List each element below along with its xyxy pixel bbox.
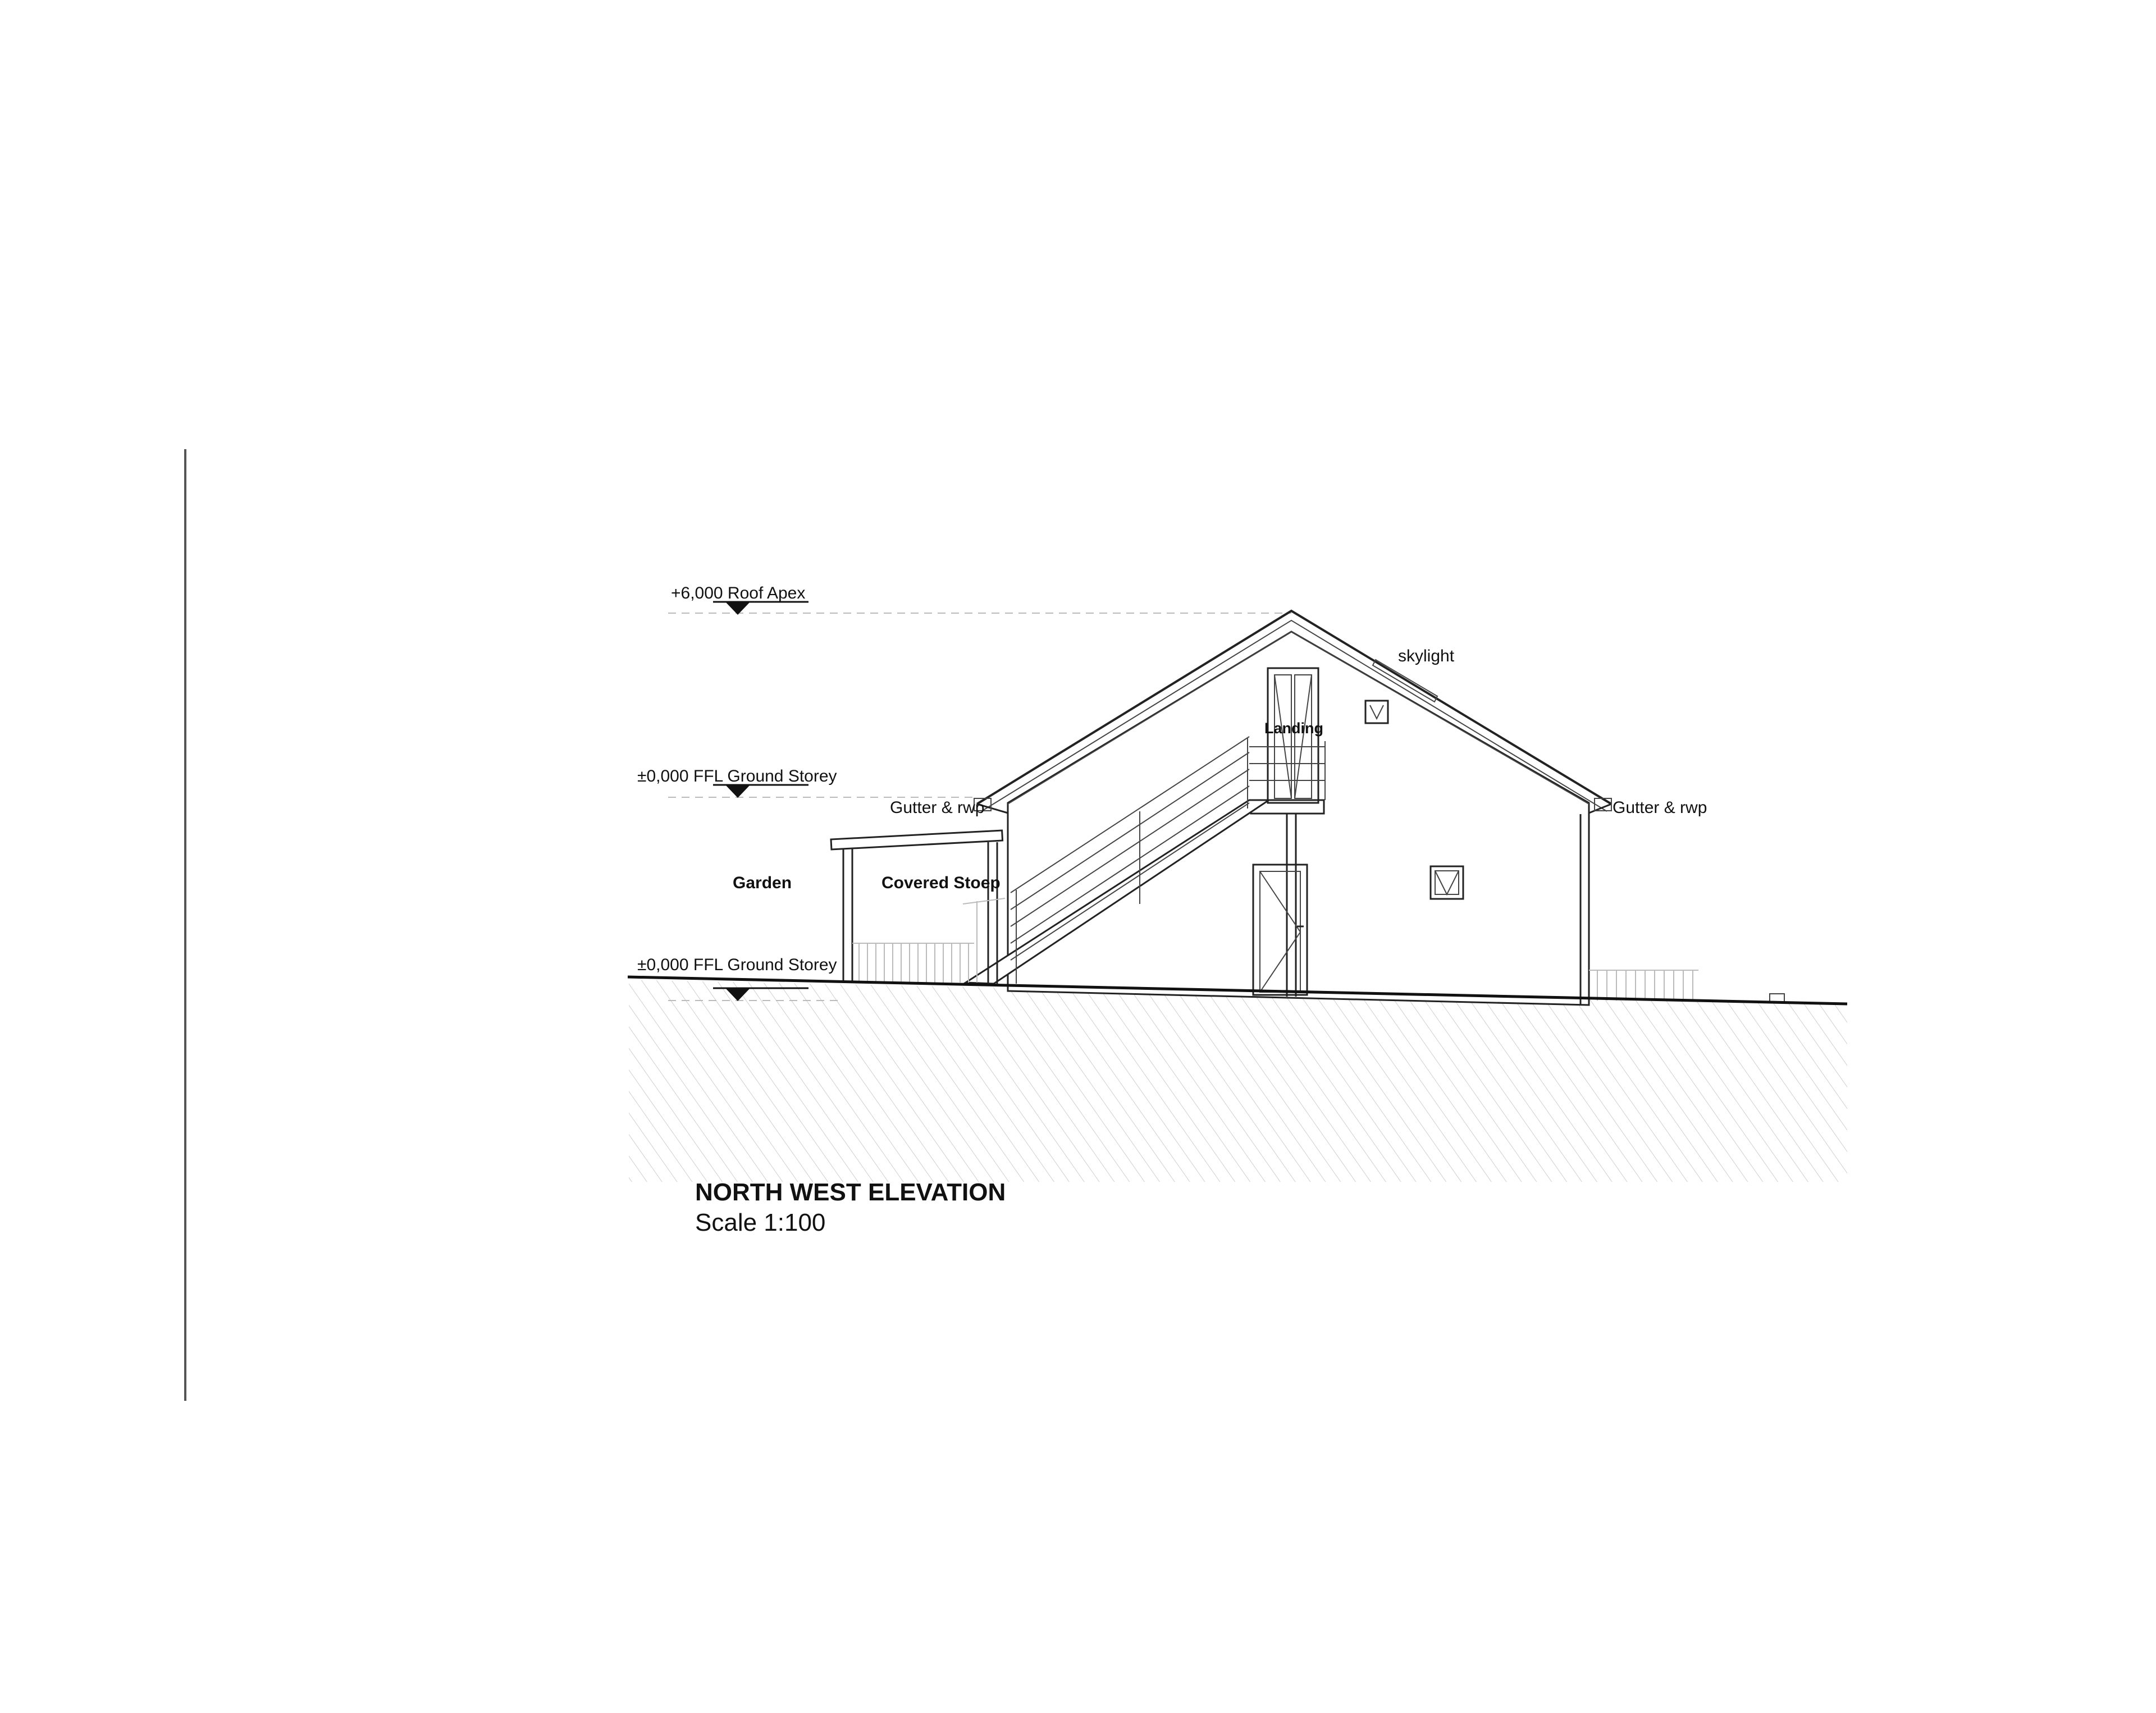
ground-door-frame [1252,864,1308,996]
ground-door-swing [1259,871,1301,993]
upper-door-leaf-left [1274,674,1292,799]
gutter-left-label: Gutter & rwp [890,798,984,817]
roof-fascia-line [981,619,1607,812]
small-high-window [1364,700,1389,724]
stair-rail-1 [1010,769,1250,927]
ground-line [627,975,1848,1006]
ffl-upper-level-label: ±0,000 FFL Ground Storey [637,767,837,785]
roof-apex-level-marker [725,602,750,615]
drawing-title: NORTH WEST ELEVATION [695,1178,1006,1206]
stair-rail-3 [1010,785,1250,944]
roof-outline [976,609,1613,805]
staircase-stringer [963,799,1272,985]
garden-label: Garden [733,874,792,892]
right-gutter [1594,798,1612,811]
small-high-window-swing [1369,705,1384,720]
earth-hatch [629,980,1847,1182]
upper-door-swing-b [1294,674,1312,799]
skylight-label: skylight [1398,647,1455,665]
left-eave [976,803,1008,814]
ffl-upper-level-marker [725,785,750,798]
right-eave [1588,803,1612,814]
stair-rail-4 [1010,802,1250,961]
right-fence [1589,970,1698,1001]
left-gutter [974,798,992,811]
gutter-right-label: Gutter & rwp [1613,798,1707,817]
stoep-roof [830,829,1004,851]
upper-door-swing-a [1274,674,1292,799]
skylight [1372,659,1438,703]
roof-inner-line [1007,631,1589,805]
covered-stoep-label: Covered Stoep [881,874,1001,892]
drawing-scale: Scale 1:100 [695,1209,825,1236]
stair-rail-5 [1010,736,1250,893]
ground-window-swing [1435,870,1459,896]
stoep-fence [852,898,1006,983]
ffl-ground-level-label: ±0,000 FFL Ground Storey [637,956,837,974]
upper-door-frame [1267,667,1319,804]
landing-label: Landing [1264,720,1323,737]
roof-apex-level-label: +6,000 Roof Apex [671,584,805,602]
upper-door-leaf-right [1294,674,1312,799]
house-wall [1007,631,1590,1006]
stair-rail-2 [1010,752,1250,910]
ffl-ground-level-marker [725,988,750,1001]
ground-window [1429,865,1464,900]
